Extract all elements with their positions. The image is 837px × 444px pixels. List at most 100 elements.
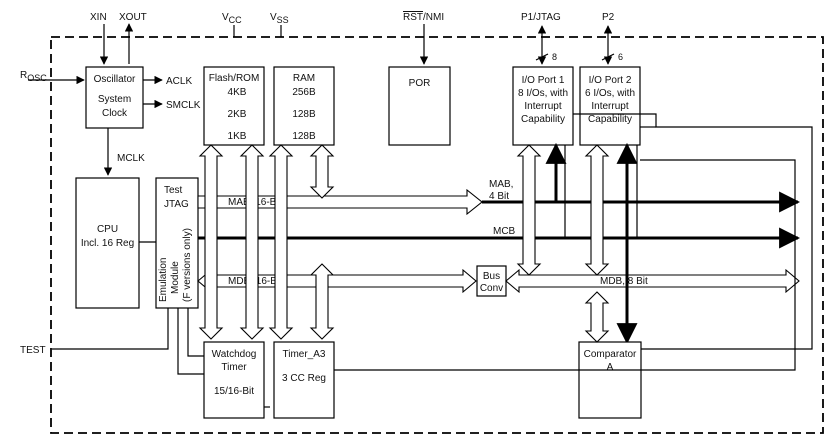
xout-pin: XOUT: [119, 12, 147, 64]
cpu-title: CPU: [97, 224, 118, 235]
io-port-1-title: I/O Port 1: [522, 75, 565, 86]
emulation-module-label: Module: [170, 261, 181, 294]
vcc-label: V: [222, 12, 229, 23]
mcb-label: MCB: [493, 226, 516, 237]
rosc-subscript: OSC: [27, 73, 47, 83]
ram-block: RAM 256B 128B 128B: [273, 66, 335, 146]
timer-cc-reg-label: 3 CC Reg: [282, 373, 326, 384]
io-port-1-block: I/O Port 1 8 I/Os, with Interrupt Capabi…: [512, 66, 574, 146]
watchdog-title: Watchdog: [212, 349, 257, 360]
vss-label: V: [270, 12, 277, 23]
bus-converter-block: Bus Conv: [476, 265, 507, 297]
test-label: Test: [164, 185, 183, 196]
flash-rom-block: Flash/ROM 4KB 2KB 1KB: [203, 66, 265, 146]
oscillator-line2: System: [98, 94, 131, 105]
xout-label: XOUT: [119, 12, 147, 23]
p1-jtag-pin: P1/JTAG 8: [521, 12, 561, 65]
p2-bus-width: 6: [618, 52, 623, 62]
por-block: POR: [388, 66, 451, 146]
svg-text:ROSC: ROSC: [20, 70, 47, 83]
ram-size-256b: 256B: [292, 87, 316, 98]
watchdog-timer-label: Timer: [221, 362, 247, 373]
rst-nmi-pin: RST/NMI: [403, 12, 444, 65]
emulation-label: Emulation: [158, 258, 169, 302]
rst-label: RST: [403, 12, 423, 23]
test-pin-label: TEST: [20, 345, 46, 356]
comparator-feedback-line: [573, 113, 813, 350]
io-port-2-line2: 6 I/Os, with: [585, 88, 635, 99]
control-line-watchdog: [177, 308, 204, 375]
comparator-a-block: Comparator A: [578, 341, 642, 419]
vcc-pin: VCC: [222, 12, 242, 37]
io-port-2-block: I/O Port 2 6 I/Os, with Interrupt Capabi…: [579, 66, 641, 146]
p2-label: P2: [602, 12, 615, 23]
p1-bus-width: 8: [552, 52, 557, 62]
timer-a3-block: Timer_A3 3 CC Reg: [273, 341, 335, 419]
ram-size-128b-2: 128B: [292, 131, 316, 142]
comparator-a-label: A: [607, 362, 614, 373]
svg-text:VCC: VCC: [222, 12, 242, 25]
io-port-2-line3: Interrupt: [591, 101, 628, 112]
bus-conv-label-2: Conv: [480, 283, 503, 294]
mab-4bit-label-1: MAB,: [489, 179, 513, 190]
p2-pin: P2 6: [601, 12, 623, 65]
test-pin: TEST: [20, 308, 169, 356]
mab-4bit-label-2: 4 Bit: [489, 191, 509, 202]
cpu-registers: Incl. 16 Reg: [81, 238, 134, 249]
nmi-label: /NMI: [423, 12, 444, 23]
watchdog-timer-block: Watchdog Timer 15/16-Bit: [203, 341, 265, 419]
comparator-bus-connection: [584, 291, 610, 343]
mdb-8bit-label: MDB, 8 Bit: [600, 276, 648, 287]
jtag-label: JTAG: [164, 199, 189, 210]
chip-boundary: [50, 36, 824, 434]
aclk-output: ACLK: [143, 75, 192, 87]
bus-conv-label-1: Bus: [483, 271, 500, 282]
mdb-8bit-bus: MDB, 8 Bit: [505, 268, 800, 294]
mclk-label: MCLK: [117, 153, 145, 164]
timer-return-line: [334, 159, 796, 371]
oscillator-title: Oscillator: [94, 74, 136, 85]
flash-size-4kb: 4KB: [228, 87, 247, 98]
ram-bus-connection: [268, 144, 335, 340]
mdb-16bit-bus: MDB, 16-Bit: [197, 268, 477, 294]
flash-size-1kb: 1KB: [228, 131, 247, 142]
aclk-label: ACLK: [166, 76, 192, 87]
io-port-1-line4: Capability: [521, 114, 565, 125]
svg-text:VSS: VSS: [270, 12, 289, 25]
smclk-output: SMCLK: [143, 99, 201, 111]
watchdog-bits-label: 15/16-Bit: [214, 386, 254, 397]
comparator-title: Comparator: [584, 349, 637, 360]
io-port-2-bus-connection: [584, 142, 638, 345]
rosc-pin: ROSC: [20, 70, 85, 85]
por-label: POR: [409, 78, 431, 89]
vss-pin: VSS: [270, 12, 289, 37]
io-port-2-line4: Capability: [588, 114, 632, 125]
flash-title: Flash/ROM: [209, 73, 260, 84]
vss-subscript: SS: [277, 15, 289, 25]
mclk-output: MCLK: [103, 128, 145, 176]
p1-jtag-label: P1/JTAG: [521, 12, 561, 23]
oscillator-line3: Clock: [102, 108, 128, 119]
svg-text:RST/NMI: RST/NMI: [403, 12, 444, 23]
io-port-1-line3: Interrupt: [524, 101, 561, 112]
cpu-block: CPU Incl. 16 Reg: [75, 177, 140, 309]
oscillator-block: Oscillator System Clock: [85, 66, 144, 129]
xin-label: XIN: [90, 12, 107, 23]
io-port-1-bus-connection: [516, 142, 567, 276]
timer-a3-title: Timer_A3: [283, 349, 326, 360]
flash-size-2kb: 2KB: [228, 109, 247, 120]
test-jtag-block: Test JTAG Emulation Module (F versions o…: [155, 177, 199, 309]
ram-title: RAM: [293, 73, 315, 84]
smclk-label: SMCLK: [166, 100, 201, 111]
control-line-watchdog-2: [187, 308, 204, 357]
flash-bus-connection: [198, 144, 265, 340]
emulation-f-versions-label: (F versions only): [182, 228, 193, 302]
mab-16bit-bus: MAB, 16-Bit: [197, 188, 483, 216]
mcb-bus: MCB: [198, 226, 801, 249]
io-port-2-title: I/O Port 2: [589, 75, 632, 86]
xin-pin: XIN: [90, 12, 109, 65]
vcc-subscript: CC: [229, 15, 242, 25]
io-port-1-line2: 8 I/Os, with: [518, 88, 568, 99]
